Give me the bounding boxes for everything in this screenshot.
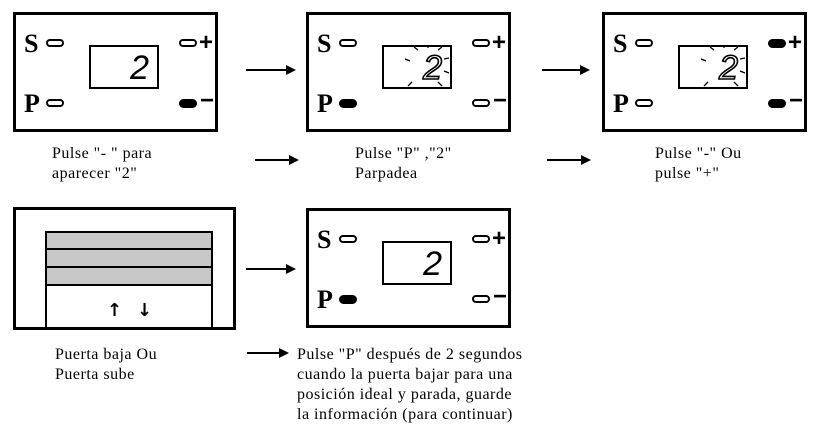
minus-label: − [200, 87, 215, 114]
s-label: S [317, 225, 332, 254]
blink-rays-icon [404, 47, 450, 87]
caption-step-4: Puerta baja Ou Puerta sube [55, 346, 158, 383]
arrow-right-icon [246, 65, 296, 75]
s-label: S [317, 29, 332, 58]
plus-button-indicator [179, 39, 197, 47]
plus-button-indicator [472, 39, 490, 47]
s-button-indicator [635, 39, 653, 47]
door-illustration: ↑ ↓ [13, 207, 236, 330]
minus-button-indicator-active [768, 99, 786, 108]
display-digit: 2 [423, 245, 442, 283]
plus-button-indicator-active [768, 39, 786, 48]
p-label: P [317, 89, 333, 118]
garage-door-icon [45, 231, 213, 327]
arrow-right-icon [542, 65, 590, 75]
display-digit-blinking: 2 [718, 49, 739, 87]
plus-label: + [492, 225, 507, 252]
p-label: P [317, 285, 333, 314]
arrow-down-icon: ↓ [137, 300, 153, 321]
display-digit: 2 [130, 49, 149, 87]
p-label: P [24, 89, 40, 118]
arrow-right-icon [246, 264, 296, 274]
blink-rays-icon [700, 47, 746, 87]
arrow-right-icon [547, 155, 591, 165]
caption-step-5: Pulse "P" después de 2 segundos cuando l… [297, 346, 523, 423]
plus-label: + [199, 29, 214, 56]
control-panel-step-2: S P + − 2 [306, 12, 511, 132]
s-button-indicator [339, 39, 357, 47]
display-screen: 2 [382, 45, 452, 89]
minus-label: − [493, 87, 508, 114]
p-button-indicator [635, 99, 653, 107]
plus-button-indicator [472, 235, 490, 243]
s-label: S [613, 29, 628, 58]
control-panel-step-5: S P + − 2 [306, 208, 511, 328]
display-screen: 2 [382, 241, 452, 285]
minus-label: − [493, 283, 508, 310]
arrow-up-icon: ↑ [107, 300, 123, 321]
plus-label: + [492, 29, 507, 56]
display-digit-blinking: 2 [422, 49, 443, 87]
p-button-indicator [46, 99, 64, 107]
minus-button-indicator-active [179, 99, 197, 108]
arrow-right-icon [247, 348, 289, 358]
arrow-right-icon [255, 155, 299, 165]
caption-step-1: Pulse "- " para aparecer "2" [52, 145, 153, 182]
s-button-indicator [46, 39, 64, 47]
caption-step-3: Pulse "-" Ou pulse "+" [655, 145, 742, 182]
p-button-indicator-active [339, 295, 357, 304]
p-label: P [613, 89, 629, 118]
minus-button-indicator [472, 295, 490, 303]
control-panel-step-3: S P + − 2 [602, 12, 807, 132]
s-label: S [24, 29, 39, 58]
display-screen: 2 [89, 45, 159, 89]
plus-label: + [788, 29, 803, 56]
minus-button-indicator [472, 99, 490, 107]
s-button-indicator [339, 235, 357, 243]
control-panel-step-1: S P + − 2 [13, 12, 218, 132]
minus-label: − [789, 87, 804, 114]
display-screen: 2 [678, 45, 748, 89]
p-button-indicator-active [339, 99, 357, 108]
caption-step-2: Pulse "P" ,"2" Parpadea [355, 145, 452, 182]
